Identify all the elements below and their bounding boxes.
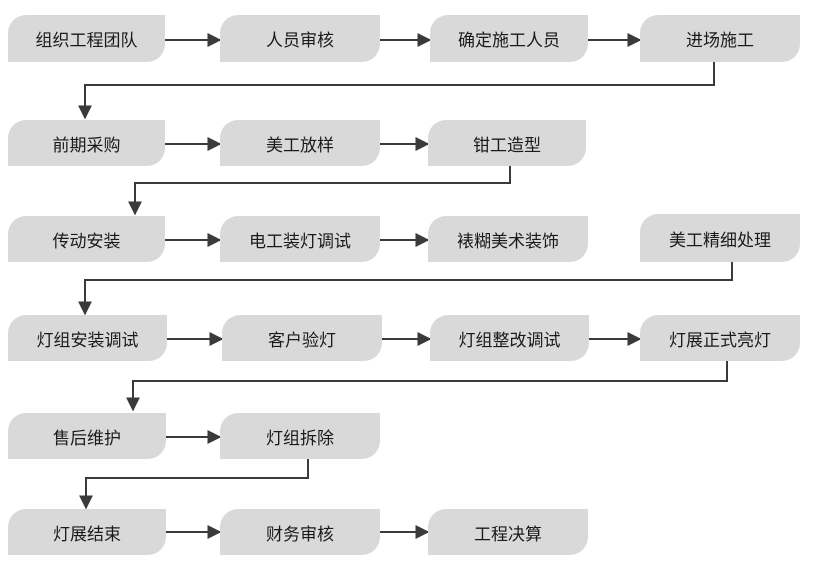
step-exhibition-end: 灯展结束 [8,509,166,555]
step-drive-install: 传动安装 [8,216,165,262]
step-final-settlement: 工程决算 [428,509,588,555]
arrow-s7-s8 [128,166,511,216]
step-after-sales: 售后维护 [8,413,166,459]
step-personnel-review: 人员审核 [220,15,380,62]
step-lantern-removal: 灯组拆除 [220,413,380,459]
step-official-lighting: 灯展正式亮灯 [640,315,800,361]
step-lantern-install-test: 灯组安装调试 [8,315,167,361]
step-client-inspection: 客户验灯 [222,315,382,361]
step-lantern-rectify-test: 灯组整改调试 [430,315,589,361]
step-electrician-lighting: 电工装灯调试 [220,216,380,262]
step-organize-team: 组织工程团队 [8,15,165,62]
arrow-s15-s16 [126,361,728,412]
arrow-s17-s18 [79,459,309,510]
step-fitter-shaping: 钳工造型 [428,120,586,166]
step-mounting-decoration: 裱糊美术装饰 [428,216,588,262]
step-art-finishing: 美工精细处理 [640,214,800,262]
step-confirm-workers: 确定施工人员 [430,15,588,62]
arrow-s11-s12 [78,262,733,316]
step-enter-site: 进场施工 [640,15,800,62]
arrow-s4-s5 [78,62,715,120]
step-early-procurement: 前期采购 [8,120,165,166]
step-art-layout: 美工放样 [220,120,380,166]
step-finance-review: 财务审核 [220,509,380,555]
